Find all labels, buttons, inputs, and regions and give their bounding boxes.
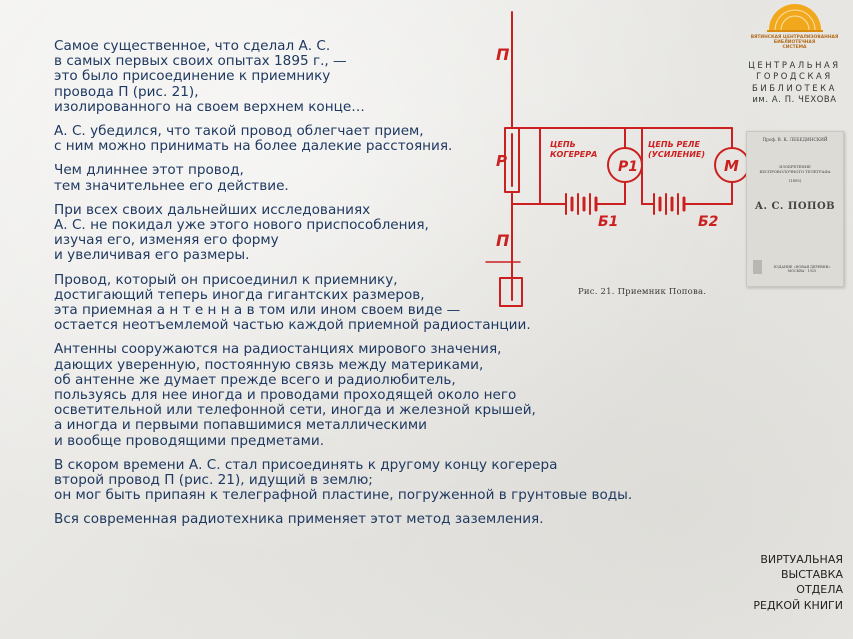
paragraph: Чем длиннее этот провод, тем значительне…: [54, 162, 289, 194]
book-publisher: ИЗДАНИЕ «НОВАЯ ДЕРЕВНЯ» МОСКВА · 1925: [773, 265, 831, 273]
paragraph: Вся современная радиотехника применяет э…: [54, 511, 544, 528]
relay-circuit-label: ЦЕПЬ РЕЛЕ(УСИЛЕНИЕ): [648, 140, 705, 159]
paragraph: Провод, который он присоединил к приемни…: [54, 271, 531, 334]
book-title: А. С. ПОПОВ: [754, 201, 836, 213]
library-subname: им. А. П. ЧЕХОВА: [752, 94, 837, 105]
top-wire-label: П: [496, 45, 510, 64]
library-name: ЦЕНТРАЛЬНАЯ ГОРОДСКАЯ БИБЛИОТЕКА: [748, 60, 841, 93]
library-header: ВЯТИНСКАЯ ЦЕНТРАЛИЗОВАННАЯ БИБЛИОТЕЧНАЯ …: [742, 0, 847, 104]
book-year: (1895): [788, 178, 802, 184]
library-stamp: [753, 260, 762, 274]
relay-label: Р1: [618, 159, 638, 175]
battery-1-label: Б1: [598, 214, 618, 230]
ground-plate: [499, 277, 523, 307]
article-text: Самое существенное, что сделал А. С. в с…: [54, 38, 704, 537]
paragraph: При всех своих дальнейших исследованиях …: [54, 201, 429, 264]
paragraph: Антенны сооружаются на радиостанциях мир…: [54, 341, 536, 449]
figure-caption: Рис. 21. Приемник Попова.: [578, 287, 707, 297]
relay-coil: [607, 147, 643, 183]
motor-label: М: [724, 157, 739, 175]
paragraph: Самое существенное, что сделал А. С. в с…: [54, 38, 365, 115]
coherer-label: Р: [496, 152, 507, 170]
paragraph: В скором времени А. С. стал присоединять…: [54, 456, 633, 504]
exhibition-label: ВИРТУАЛЬНАЯ ВЫСТАВКА ОТДЕЛА РЕДКОЙ КНИГИ: [753, 553, 843, 612]
logo-caption: ВЯТИНСКАЯ ЦЕНТРАЛИЗОВАННАЯ БИБЛИОТЕЧНАЯ …: [750, 35, 839, 50]
battery-2-label: Б2: [698, 214, 718, 230]
book-subtitle: ИЗОБРЕТЕНИЕ БЕСПРОВОЛОЧНОГО ТЕЛЕГРАФА: [759, 164, 831, 174]
book-author: Проф. В. К. ЛЕБЕДИНСКИЙ: [762, 138, 828, 143]
paragraph: А. С. убедился, что такой провод облегча…: [54, 123, 453, 155]
book-cover-image: Проф. В. К. ЛЕБЕДИНСКИЙ ИЗОБРЕТЕНИЕ БЕСП…: [746, 131, 844, 287]
bottom-wire-label: П: [496, 231, 510, 250]
sun-books-logo-icon: [766, 4, 823, 32]
